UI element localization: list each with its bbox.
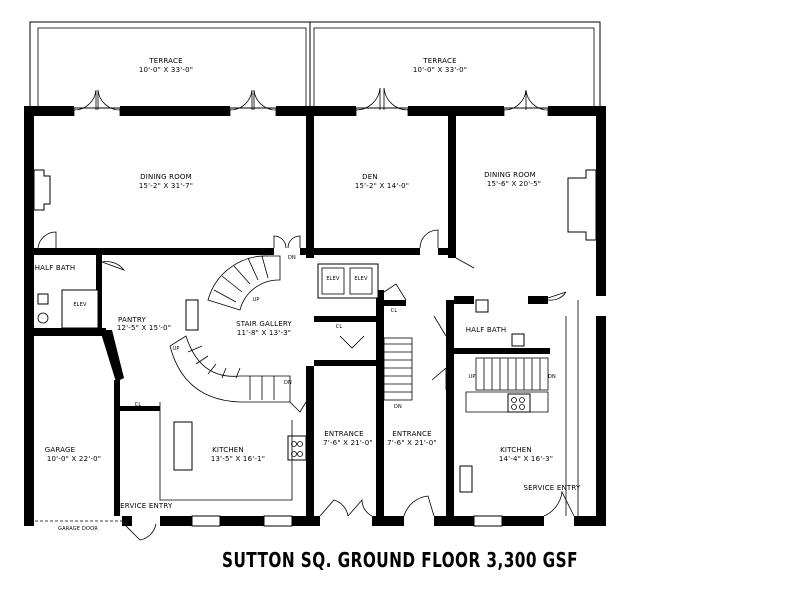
room-labels: TERRACE 10'-0" X 33'-0" TERRACE 10'-0" X…: [35, 57, 581, 532]
stair-dn-label-4: DN: [548, 374, 556, 380]
plan-title: SUTTON SQ. GROUND FLOOR 3,300 GSF: [222, 548, 578, 572]
fixtures: [37, 293, 549, 501]
exterior-walls: [24, 106, 606, 526]
stair-gallery-dims: 11'-8" X 13'-3": [237, 329, 291, 337]
den-name: DEN: [362, 173, 378, 181]
den-dims: 15'-2" X 14'-0": [355, 182, 409, 190]
windows: [30, 300, 579, 527]
stair-dn-label-3: DN: [394, 404, 402, 410]
stair-dn-label: DN: [288, 255, 296, 261]
straight-stair-center: [383, 337, 413, 401]
elev-left-label: ELEV: [73, 302, 87, 308]
closet-label-1: CL: [336, 324, 343, 330]
entrance-left-name: ENTRANCE: [324, 430, 363, 438]
dining-left-name: DINING ROOM: [140, 173, 192, 181]
kitchen-left-name: KITCHEN: [212, 446, 244, 454]
service-entry-left: SERVICE ENTRY: [116, 502, 173, 510]
interior-walls: [34, 116, 550, 520]
stair-gallery-name: STAIR GALLERY: [236, 320, 292, 328]
half-bath-right-label: HALF BATH: [466, 326, 507, 334]
closet-label-2: CL: [391, 308, 398, 314]
stair-up-label: UP: [252, 297, 259, 303]
pantry-dims: 12'-5" X 15'-0": [117, 324, 171, 332]
terrace-left-dims: 10'-0" X 33'-0": [139, 66, 193, 74]
terrace-right-dims: 10'-0" X 33'-0": [413, 66, 467, 74]
garage-door-label: GARAGE DOOR: [58, 526, 98, 532]
stair-dn-label-2: DN: [284, 380, 292, 386]
stair-up-label-2: UP: [172, 346, 179, 352]
dining-left-dims: 15'-2" X 31'-7": [139, 182, 193, 190]
fireplace-left: [33, 169, 51, 211]
kitchen-right-name: KITCHEN: [500, 446, 532, 454]
entrance-right-name: ENTRANCE: [392, 430, 431, 438]
closet-label-3: CL: [135, 402, 142, 408]
half-bath-left-label: HALF BATH: [35, 264, 76, 272]
garage-name: GARAGE: [45, 446, 76, 454]
kitchen-right-dims: 14'-4" X 16'-3": [499, 455, 553, 463]
service-entry-right: SERVICE ENTRY: [524, 484, 581, 492]
entrance-left-dims: 7'-6" X 21'-0": [323, 439, 373, 447]
terrace-left-name: TERRACE: [148, 57, 183, 65]
garage-dims: 10'-0" X 22'-0": [47, 455, 101, 463]
elev-center-b-label: ELEV: [354, 276, 368, 282]
pantry-name: PANTRY: [118, 316, 146, 324]
dining-right-dims: 15'-6" X 20'-5": [487, 180, 541, 188]
fireplace-right: [567, 169, 597, 241]
elevator-center: [317, 263, 379, 299]
interior-doors: [37, 229, 575, 541]
kitchen-left-dims: 13'-5" X 16'-1": [211, 455, 265, 463]
terrace-outline: [29, 21, 601, 109]
dining-right-name: DINING ROOM: [484, 171, 536, 179]
elev-center-a-label: ELEV: [326, 276, 340, 282]
elevator-left: [61, 289, 99, 329]
terrace-right-name: TERRACE: [422, 57, 457, 65]
curved-stair: [169, 255, 291, 403]
entrance-right-dims: 7'-6" X 21'-0": [387, 439, 437, 447]
french-doors: [73, 87, 549, 116]
stair-up-label-3: UP: [468, 374, 475, 380]
straight-stair-right: [475, 357, 549, 391]
